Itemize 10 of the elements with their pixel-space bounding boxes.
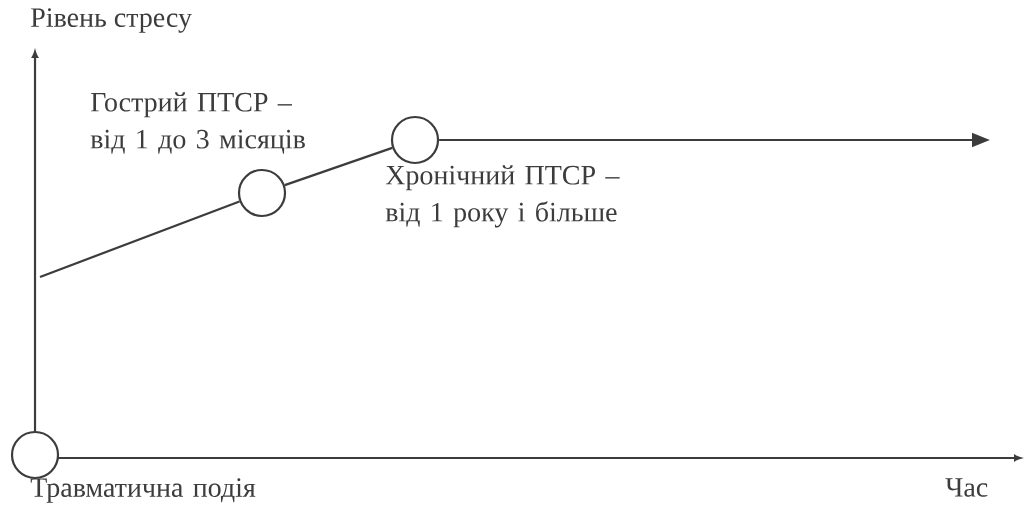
connector-line <box>39 200 240 278</box>
stage-label: Хронічний ПТСР – від 1 року і більше <box>385 165 620 228</box>
circle-marker <box>237 168 287 218</box>
circle-marker <box>390 115 440 165</box>
stage-label: Травматична подія <box>30 478 256 503</box>
stage-label: Гострий ПТСР – від 1 до 3 місяців <box>90 92 305 154</box>
axis-label: Час <box>945 478 988 497</box>
connector-line <box>284 146 393 187</box>
axis-label: Рівень стресу <box>31 8 192 33</box>
circle-marker <box>10 430 60 480</box>
